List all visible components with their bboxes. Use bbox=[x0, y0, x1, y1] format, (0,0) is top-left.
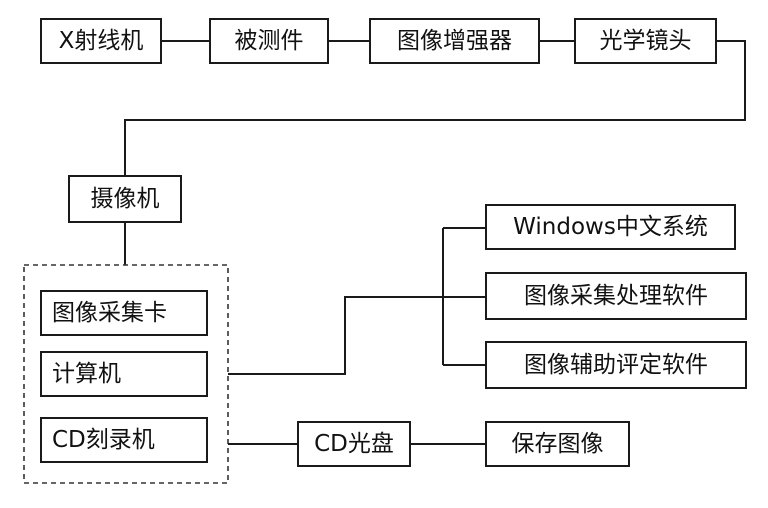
node-capture-software: 图像采集处理软件 bbox=[485, 272, 747, 320]
node-image-capture-card: 图像采集卡 bbox=[40, 290, 208, 336]
node-cd-burner: CD刻录机 bbox=[40, 417, 208, 463]
node-windows-os: Windows中文系统 bbox=[485, 204, 736, 250]
node-computer: 计算机 bbox=[40, 351, 208, 397]
hardware-group-border bbox=[23, 264, 229, 484]
node-xray-machine: X射线机 bbox=[40, 18, 162, 64]
node-test-object: 被测件 bbox=[209, 18, 329, 64]
node-cd-disc: CD光盘 bbox=[297, 421, 411, 467]
node-camera: 摄像机 bbox=[68, 175, 182, 223]
connector-computer-to-software bbox=[228, 296, 443, 375]
node-assist-software: 图像辅助评定软件 bbox=[485, 341, 747, 389]
connector-lens-to-camera bbox=[124, 40, 746, 175]
node-optical-lens: 光学镜头 bbox=[574, 18, 717, 64]
node-save-image: 保存图像 bbox=[485, 421, 630, 467]
node-image-intensifier: 图像增强器 bbox=[369, 18, 540, 64]
